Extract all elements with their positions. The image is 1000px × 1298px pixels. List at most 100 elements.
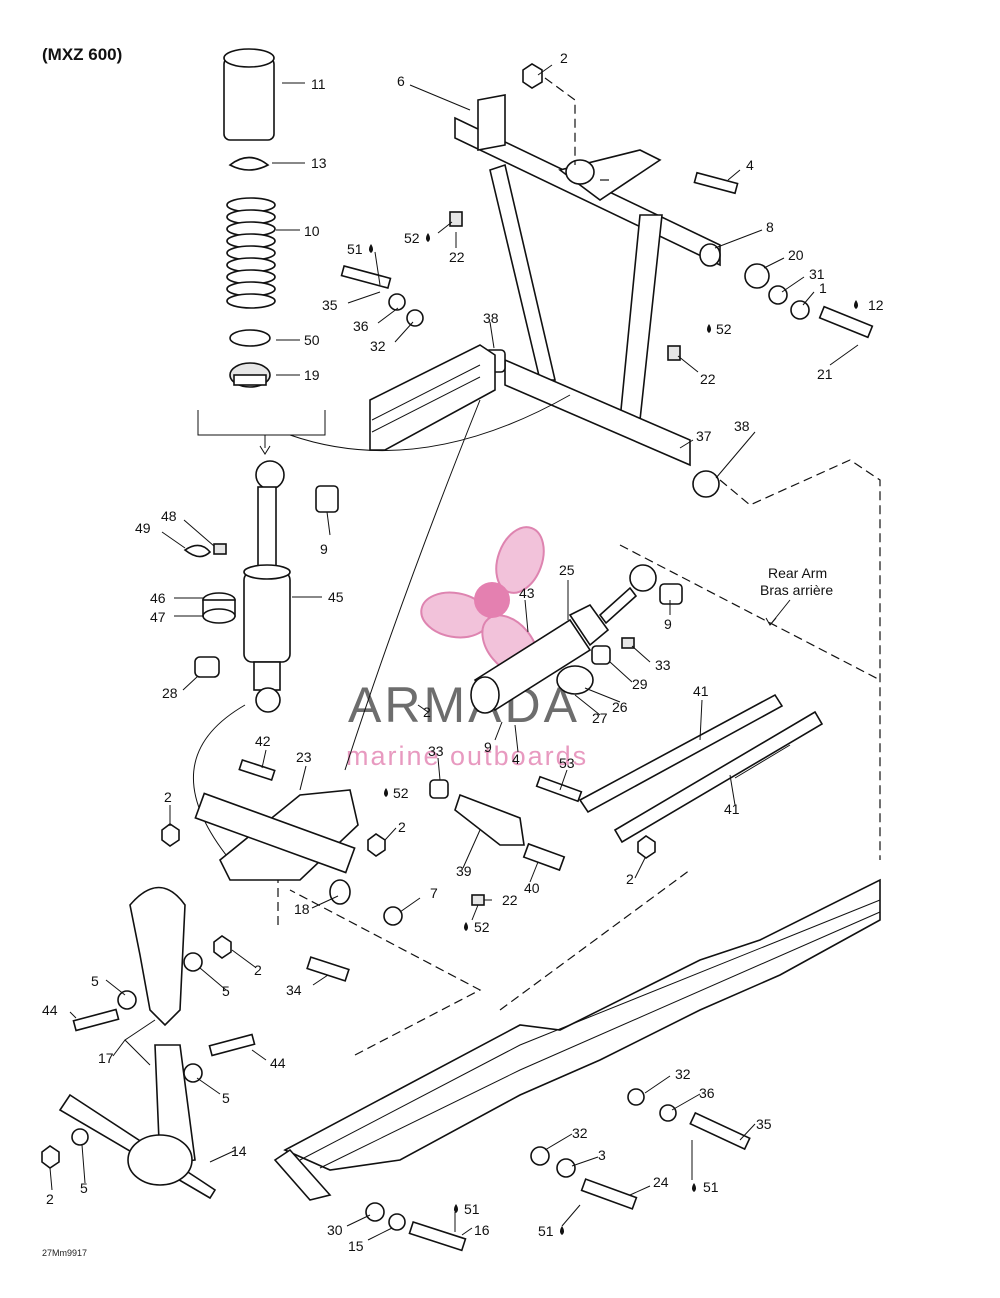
washer-31 xyxy=(768,285,788,305)
label-30: 30 xyxy=(327,1222,343,1238)
front-link-17 xyxy=(129,886,196,1166)
label-52c: 52 xyxy=(393,785,409,801)
watermark-propeller-icon xyxy=(420,526,545,676)
adjuster-ring-19 xyxy=(229,362,271,388)
slide-rail xyxy=(273,878,881,1201)
label-48: 48 xyxy=(161,508,177,524)
bushing-38b xyxy=(692,470,720,498)
label-22: 22 xyxy=(449,249,465,265)
label-37: 37 xyxy=(696,428,712,444)
label-22b: 22 xyxy=(700,371,716,387)
label-38: 38 xyxy=(483,310,499,326)
grease-fitting-48 xyxy=(213,543,227,555)
washer-32 xyxy=(406,309,424,327)
label-43: 43 xyxy=(519,585,535,601)
label-11: 11 xyxy=(311,76,326,92)
nut-2g xyxy=(41,1145,60,1169)
label-23: 23 xyxy=(296,749,312,765)
bushing-9 xyxy=(315,485,339,513)
label-17: 17 xyxy=(98,1050,114,1066)
washer-5c xyxy=(183,1063,203,1083)
label-39: 39 xyxy=(456,863,472,879)
bolt-53 xyxy=(535,775,583,803)
label-35b: 35 xyxy=(756,1116,772,1132)
label-44: 44 xyxy=(42,1002,58,1018)
rod-41b xyxy=(613,710,824,844)
label-9b: 9 xyxy=(664,616,672,632)
label-28: 33 xyxy=(655,657,671,673)
bolt-4 xyxy=(693,171,739,195)
label-45: 45 xyxy=(328,589,344,605)
bushing-46-47 xyxy=(202,592,236,624)
label-32b: 32 xyxy=(675,1066,691,1082)
coil-spring-10 xyxy=(226,197,276,309)
bolt-44a xyxy=(72,1008,120,1032)
washer-36 xyxy=(388,293,406,311)
label-33: 28 xyxy=(162,685,178,701)
label-42: 42 xyxy=(255,733,271,749)
spring-stopper-13 xyxy=(228,156,270,171)
rear-shock-cylinder-25 xyxy=(470,564,657,714)
label-53: 53 xyxy=(559,755,575,771)
rod-41a xyxy=(578,693,784,814)
label-44b: 44 xyxy=(270,1055,286,1071)
label-7: 7 xyxy=(430,885,438,901)
bolt-34 xyxy=(306,956,350,982)
washer-3 xyxy=(556,1158,576,1178)
label-25: 25 xyxy=(559,562,575,578)
bolt-35 xyxy=(340,264,392,290)
washer-32b xyxy=(627,1088,645,1106)
label-49: 49 xyxy=(135,520,151,536)
label-12: 12 xyxy=(868,297,884,313)
label-51: 51 xyxy=(347,241,363,257)
label-5: 5 xyxy=(91,973,99,989)
spacer-33 xyxy=(194,656,220,678)
grease-fitting-22b xyxy=(667,345,681,361)
grease-fitting-22 xyxy=(449,211,463,227)
nut-2f xyxy=(213,935,232,959)
bushing-9b xyxy=(659,583,683,605)
label-16: 16 xyxy=(474,1222,490,1238)
label-2c: 2 xyxy=(164,789,172,805)
washer-36b xyxy=(659,1104,677,1122)
label-36b: 36 xyxy=(699,1085,715,1101)
diagram-title: (MXZ 600) xyxy=(42,45,122,64)
bolt-16 xyxy=(408,1220,467,1252)
label-32c: 32 xyxy=(572,1125,588,1141)
rear-arm-label-fr: Bras arrière xyxy=(760,582,833,598)
bolt-24 xyxy=(580,1178,638,1210)
label-19: 19 xyxy=(304,367,320,383)
label-3: 3 xyxy=(598,1147,606,1163)
bolt-21 xyxy=(818,305,874,339)
label-41b: 41 xyxy=(724,801,740,817)
label-26: 26 xyxy=(612,699,628,715)
pivot-shaft-40 xyxy=(522,842,566,872)
label-2f: 2 xyxy=(254,962,262,978)
spring-cover-11 xyxy=(223,48,275,141)
label-15: 15 xyxy=(348,1238,364,1254)
label-51d: 51 xyxy=(464,1201,480,1217)
label-8: 8 xyxy=(766,219,774,235)
label-41: 41 xyxy=(693,683,709,699)
label-9c: 9 xyxy=(484,739,492,755)
label-4b: 4 xyxy=(512,751,520,767)
label-27: 27 xyxy=(592,710,608,726)
cap-49 xyxy=(183,544,212,558)
label-2d: 2 xyxy=(398,819,406,835)
washer-7 xyxy=(383,906,403,926)
pivot-arm-39 xyxy=(454,793,525,846)
label-2: 2 xyxy=(560,50,568,66)
label-51c: 51 xyxy=(538,1223,554,1239)
nut-2c xyxy=(637,835,656,859)
label-22c: 22 xyxy=(502,892,518,908)
label-24: 24 xyxy=(653,1174,669,1190)
label-35: 35 xyxy=(322,297,338,313)
grease-fitting-22c xyxy=(471,894,485,906)
part-labels: 2 6 11 13 4 8 10 51 52 22 20 31 1 12 35 … xyxy=(42,50,884,1254)
washer-1 xyxy=(790,300,810,320)
rear-arm-label-en: Rear Arm xyxy=(768,565,827,581)
label-14: 14 xyxy=(231,1143,247,1159)
drawing-code: 27Mm9917 xyxy=(42,1248,87,1258)
label-52b: 52 xyxy=(716,321,732,337)
